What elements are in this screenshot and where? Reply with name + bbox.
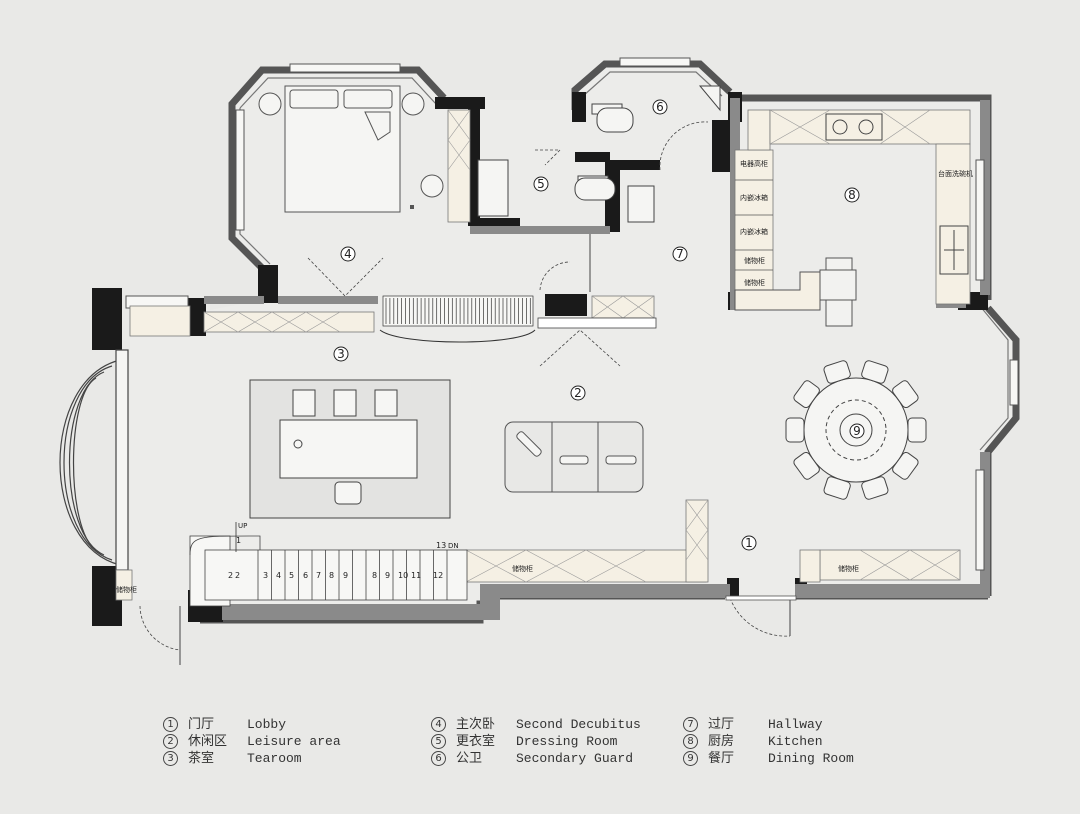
stair-number: 8 xyxy=(372,571,377,580)
entry-door-frame xyxy=(725,595,797,601)
room-marker-7: 7 xyxy=(672,246,688,262)
room-marker-2: 2 xyxy=(570,385,586,401)
room-marker-4: 4 xyxy=(340,246,356,262)
stair-number: 2 xyxy=(228,571,233,580)
stair-number: 9 xyxy=(343,571,348,580)
stair-number: 6 xyxy=(303,571,308,580)
bed xyxy=(258,85,444,213)
kitchen-label-1: 电器高柜 xyxy=(740,159,768,168)
lobby-cabinet-label-2: 储物柜 xyxy=(838,564,859,573)
svg-text:4: 4 xyxy=(344,247,352,261)
svg-text:6: 6 xyxy=(656,100,664,114)
dining-chair xyxy=(793,380,820,409)
dining-chair xyxy=(785,417,805,443)
windows xyxy=(125,57,1019,571)
stair-number: 9 xyxy=(385,571,390,580)
wall-posts xyxy=(92,92,988,626)
kitchen-island xyxy=(734,257,857,327)
sofa xyxy=(504,421,644,493)
stair-dn-start: 13 xyxy=(436,541,446,550)
stair-number: 12 xyxy=(433,571,443,580)
stair-up-label: UP xyxy=(238,522,247,530)
room-marker-3: 3 xyxy=(333,346,349,362)
dining-chair xyxy=(793,451,820,480)
stair-number: 7 xyxy=(316,571,321,580)
dining-chair xyxy=(861,476,889,500)
dining-chair xyxy=(823,476,851,500)
door-leaves xyxy=(179,234,791,665)
entry-cabinet-label: 储物柜 xyxy=(116,585,137,594)
kitchen-label-5: 储物柜 xyxy=(744,278,765,287)
room-marker-9: 9 xyxy=(849,423,865,439)
kitchen-label-4: 储物柜 xyxy=(744,256,765,265)
cabinets xyxy=(115,109,971,601)
stair-number: 5 xyxy=(289,571,294,580)
top-stair-block xyxy=(382,295,534,327)
svg-text:9: 9 xyxy=(853,424,861,438)
svg-text:1: 1 xyxy=(745,536,753,550)
kitchen-label-2: 内嵌冰箱 xyxy=(740,193,768,202)
room-marker-8: 8 xyxy=(844,187,860,203)
bedroom-wardrobe xyxy=(410,205,414,209)
stair-number: 4 xyxy=(276,571,281,580)
stair-number: 8 xyxy=(329,571,334,580)
svg-text:7: 7 xyxy=(676,247,684,261)
dining-chair xyxy=(861,360,889,384)
staircase xyxy=(189,535,468,607)
tea-table xyxy=(249,379,451,519)
stair-number: 11 xyxy=(411,571,421,580)
sink-icon xyxy=(939,225,969,275)
stair-up-start: 1 xyxy=(236,536,241,545)
dining-chair xyxy=(907,417,927,443)
cabinet-strip xyxy=(537,317,657,329)
dining-chair xyxy=(892,451,919,480)
stair-number: 3 xyxy=(263,571,268,580)
kitchen-counter-label: 台面洗碗机 xyxy=(938,169,973,178)
room-marker-5: 5 xyxy=(533,176,549,192)
stair-number: 2 xyxy=(235,571,240,580)
toilet-icon xyxy=(574,103,634,201)
basin-icon xyxy=(477,85,721,223)
dining-chair xyxy=(823,360,851,384)
svg-text:5: 5 xyxy=(537,177,545,191)
stove-icon xyxy=(825,113,883,141)
kitchen-label-3: 内嵌冰箱 xyxy=(740,227,768,236)
inner-wall-lines xyxy=(239,71,1009,451)
svg-text:2: 2 xyxy=(574,386,582,400)
floor-area xyxy=(130,65,1015,620)
lobby-cabinet-label-1: 储物柜 xyxy=(512,564,533,573)
cabinet-crosses xyxy=(203,109,961,583)
svg-text:8: 8 xyxy=(848,188,856,202)
room-marker-6: 6 xyxy=(652,99,668,115)
stair-dn-label: DN xyxy=(448,542,459,550)
top-stair-curve xyxy=(379,329,536,343)
doors xyxy=(139,121,791,651)
dining-chair xyxy=(892,380,919,409)
kitchen-cabinet-lines xyxy=(735,179,773,271)
left-bay-window xyxy=(59,349,129,571)
svg-text:3: 3 xyxy=(337,347,345,361)
stair-number: 10 xyxy=(398,571,408,580)
room-marker-1: 1 xyxy=(741,535,757,551)
